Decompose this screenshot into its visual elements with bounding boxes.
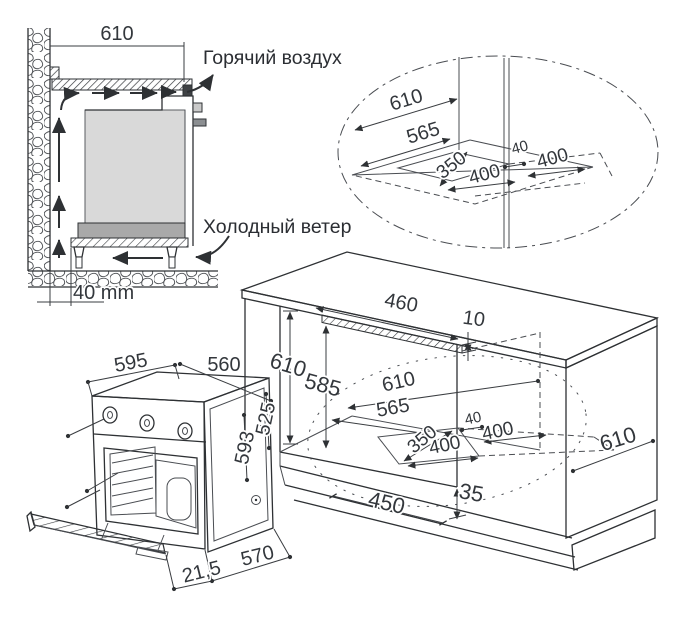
cabinet-base — [279, 452, 579, 571]
oven-cavity — [84, 109, 186, 224]
cavity-rear-recess — [166, 477, 192, 521]
dim-detail-610: 610 — [387, 85, 425, 116]
detail-ellipse-border — [337, 55, 659, 249]
dim-oven-595: 595 — [112, 349, 149, 377]
dim-cabinet-450: 450 — [366, 486, 407, 519]
section-dims: 610 40 mm — [37, 21, 185, 306]
cabinet-side-plinth — [571, 509, 656, 571]
dim-cabinet-610-height: 610 — [267, 348, 309, 383]
handle-side — [192, 118, 207, 127]
counter-support — [49, 66, 60, 80]
leader-lines — [64, 418, 119, 510]
dim-floor-clearance: 40 mm — [73, 282, 134, 304]
dim-oven-593: 593 — [231, 429, 259, 466]
dim-cabinet-35: 35 — [457, 478, 485, 507]
dim-cabinet-40: 40 — [463, 409, 483, 429]
countertop — [51, 78, 193, 91]
oven-door-open — [26, 510, 169, 561]
cold-air-arrow — [195, 235, 230, 265]
vent-slot — [321, 314, 463, 354]
dim-detail-565: 565 — [404, 118, 442, 149]
oven-feet — [73, 246, 178, 269]
screw-icon — [251, 495, 261, 505]
wall-hatch — [28, 28, 50, 271]
oven-dims: 595 560 593 525 21,5 570 — [85, 347, 293, 592]
dim-cabinet-10: 10 — [461, 307, 486, 332]
base-hatch — [70, 237, 189, 248]
dim-oven-525: 525 — [252, 400, 280, 437]
dim-cabinet-610-depth: 610 — [380, 368, 417, 397]
dim-oven-21-5: 21,5 — [180, 557, 223, 588]
dim-detail-350: 350 — [433, 148, 471, 184]
oven-front-face — [91, 395, 206, 550]
floor-hatch — [28, 271, 218, 287]
control-knobs — [102, 406, 193, 440]
dim-detail-400b: 400 — [535, 144, 571, 172]
oven-section — [70, 95, 207, 269]
cutout-highlight-ellipse — [307, 355, 587, 507]
dim-detail-40: 40 — [510, 137, 531, 158]
oven-view: 595 560 593 525 21,5 570 — [26, 347, 293, 592]
dim-detail-400a: 400 — [467, 160, 503, 188]
cabinet-side-panel — [565, 324, 658, 539]
dim-oven-570: 570 — [239, 541, 277, 570]
oven-base — [77, 222, 186, 239]
dim-section-610: 610 — [100, 23, 133, 45]
hot-air-label: Горячий воздух — [203, 47, 342, 69]
cutout-detail-view: 610 565 350 400 40 400 — [337, 55, 659, 249]
cutout-dims: 350 400 40 400 — [402, 407, 547, 469]
dim-cabinet-565: 565 — [375, 394, 412, 421]
hot-air-arrow — [186, 74, 214, 93]
knob-side — [192, 102, 203, 113]
dim-cabinet-610-side: 610 — [597, 422, 639, 457]
airflow-arrows — [52, 74, 230, 265]
dim-cabinet-400b: 400 — [480, 418, 515, 445]
cold-wind-label: Холодный ветер — [203, 216, 352, 238]
cabinet-view: 460 10 610 585 — [239, 251, 660, 571]
section-view: 610 40 mm Горячий воздух Холодный ветер — [27, 21, 352, 306]
dim-oven-560: 560 — [207, 354, 240, 376]
dim-cabinet-585: 585 — [302, 368, 344, 402]
dim-cabinet-460: 460 — [383, 289, 420, 317]
oven-cavity-open — [103, 446, 199, 535]
